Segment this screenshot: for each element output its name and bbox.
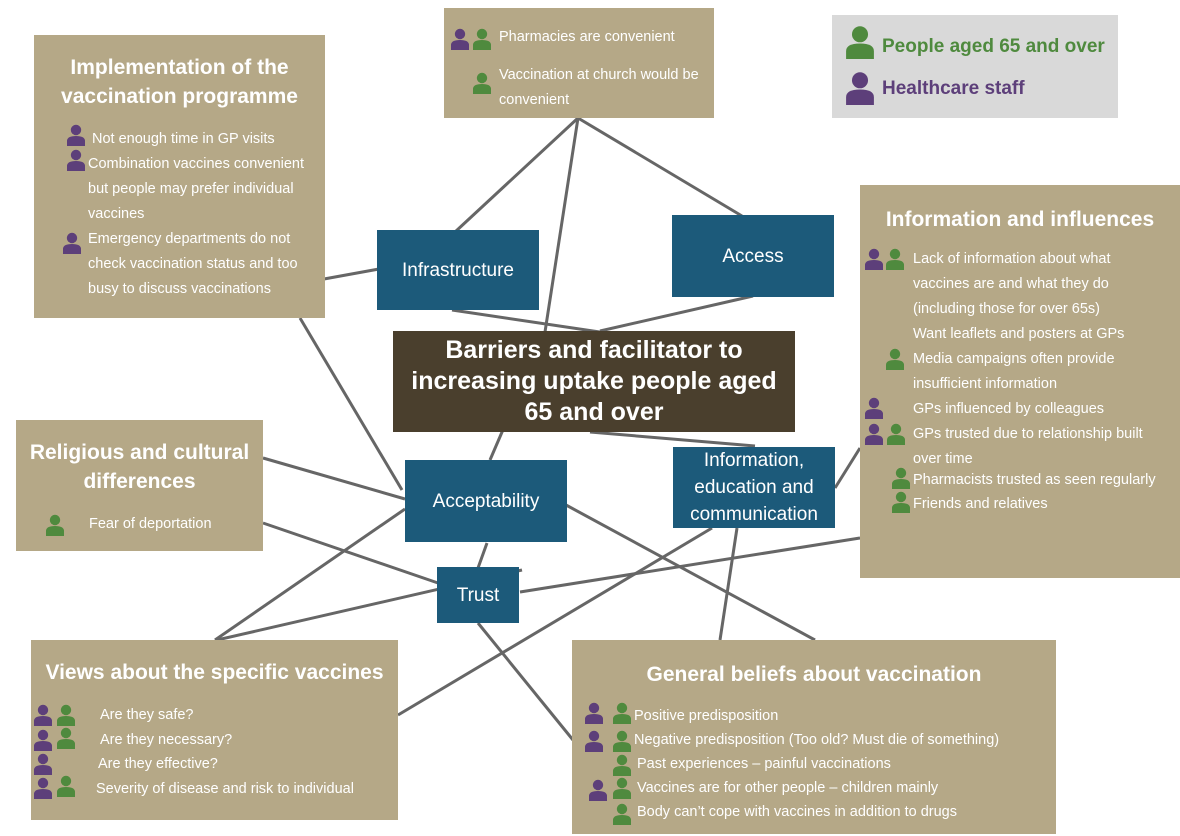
node-infrastructure: Infrastructure: [377, 230, 539, 310]
person-icon: [846, 72, 874, 105]
list-item: Vaccination at church would be convenien…: [499, 67, 699, 108]
person-icon: [892, 491, 910, 513]
box-title: Implementation of the vaccination progra…: [61, 56, 298, 108]
legend-staff-label: Healthcare staff: [882, 78, 1025, 99]
beliefs-box: General beliefs about vaccination Positi…: [572, 640, 1056, 834]
box-title: Religious and cultural differences: [29, 441, 250, 493]
list-item: Body can’t cope with vaccines in additio…: [637, 804, 957, 820]
person-icon: [57, 704, 75, 726]
person-icon: [886, 348, 904, 370]
node-access: Access: [672, 215, 834, 297]
information-box: Information and influences Lack of infor…: [860, 185, 1180, 578]
list-item: Fear of deportation: [89, 516, 212, 532]
list-item: GPs trusted due to relationship built ov…: [913, 426, 1143, 467]
list-item: Negative predisposition (Too old? Must d…: [634, 732, 1000, 748]
person-icon: [886, 248, 904, 270]
list-item: Emergency departments do not check vacci…: [88, 231, 298, 297]
person-icon: [585, 730, 603, 752]
person-icon: [865, 423, 883, 445]
list-item: Pharmacists trusted as seen regularly: [913, 472, 1156, 488]
list-item: Lack of information about what vaccines …: [913, 251, 1111, 317]
person-icon: [473, 72, 491, 94]
implementation-box: Implementation of the vaccination progra…: [34, 35, 325, 318]
person-icon: [613, 777, 631, 799]
list-item: Positive predisposition: [634, 708, 779, 724]
list-item: Are they effective?: [98, 756, 218, 772]
node-acceptability: Acceptability: [405, 460, 567, 542]
person-icon: [589, 779, 607, 801]
legend-older-label: People aged 65 and over: [882, 36, 1105, 57]
person-icon: [613, 730, 631, 752]
person-icon: [865, 397, 883, 419]
person-icon: [46, 514, 64, 536]
list-item: Pharmacies are convenient: [499, 29, 675, 45]
list-item: Severity of disease and risk to individu…: [96, 781, 354, 797]
legend: People aged 65 and over Healthcare staff: [832, 15, 1118, 118]
list-item: Friends and relatives: [913, 496, 1048, 512]
person-icon: [34, 753, 52, 775]
person-icon: [473, 28, 491, 50]
person-icon: [34, 777, 52, 799]
box-title: General beliefs about vaccination: [646, 663, 982, 686]
religious-box: Religious and cultural differences Fear …: [16, 420, 263, 551]
person-icon: [67, 124, 85, 146]
box-title: Information and influences: [885, 208, 1155, 231]
list-item: Past experiences – painful vaccinations: [637, 756, 891, 772]
list-item: Media campaigns often provide insufficie…: [913, 351, 1115, 392]
person-icon: [585, 702, 603, 724]
person-icon: [613, 702, 631, 724]
list-item: Combination vaccines convenient but peop…: [88, 156, 305, 222]
person-icon: [613, 754, 631, 776]
person-icon: [57, 775, 75, 797]
person-icon: [57, 727, 75, 749]
person-icon: [613, 803, 631, 825]
central-topic: Barriers and facilitator to increasing u…: [393, 331, 795, 432]
list-item: GPs influenced by colleagues: [913, 401, 1105, 417]
person-icon: [846, 26, 874, 59]
person-icon: [67, 149, 85, 171]
person-icon: [451, 28, 469, 50]
node-information-education: Information, education and communication: [673, 447, 835, 528]
person-icon: [865, 248, 883, 270]
person-icon: [63, 232, 81, 254]
pharmacies-box: Pharmacies are convenient Vaccination at…: [444, 8, 714, 118]
box-title: Views about the specific vaccines: [45, 661, 384, 684]
list-item: Not enough time in GP visits: [92, 131, 275, 147]
list-item: Are they safe?: [100, 707, 194, 723]
list-item: Are they necessary?: [100, 732, 233, 748]
person-icon: [892, 467, 910, 489]
list-item: Want leaflets and posters at GPs: [913, 326, 1125, 342]
views-box: Views about the specific vaccines Are th…: [31, 640, 398, 820]
person-icon: [34, 704, 52, 726]
person-icon: [34, 729, 52, 751]
list-item: Vaccines are for other people – children…: [637, 780, 939, 796]
node-trust: Trust: [437, 567, 519, 623]
person-icon: [887, 423, 905, 445]
